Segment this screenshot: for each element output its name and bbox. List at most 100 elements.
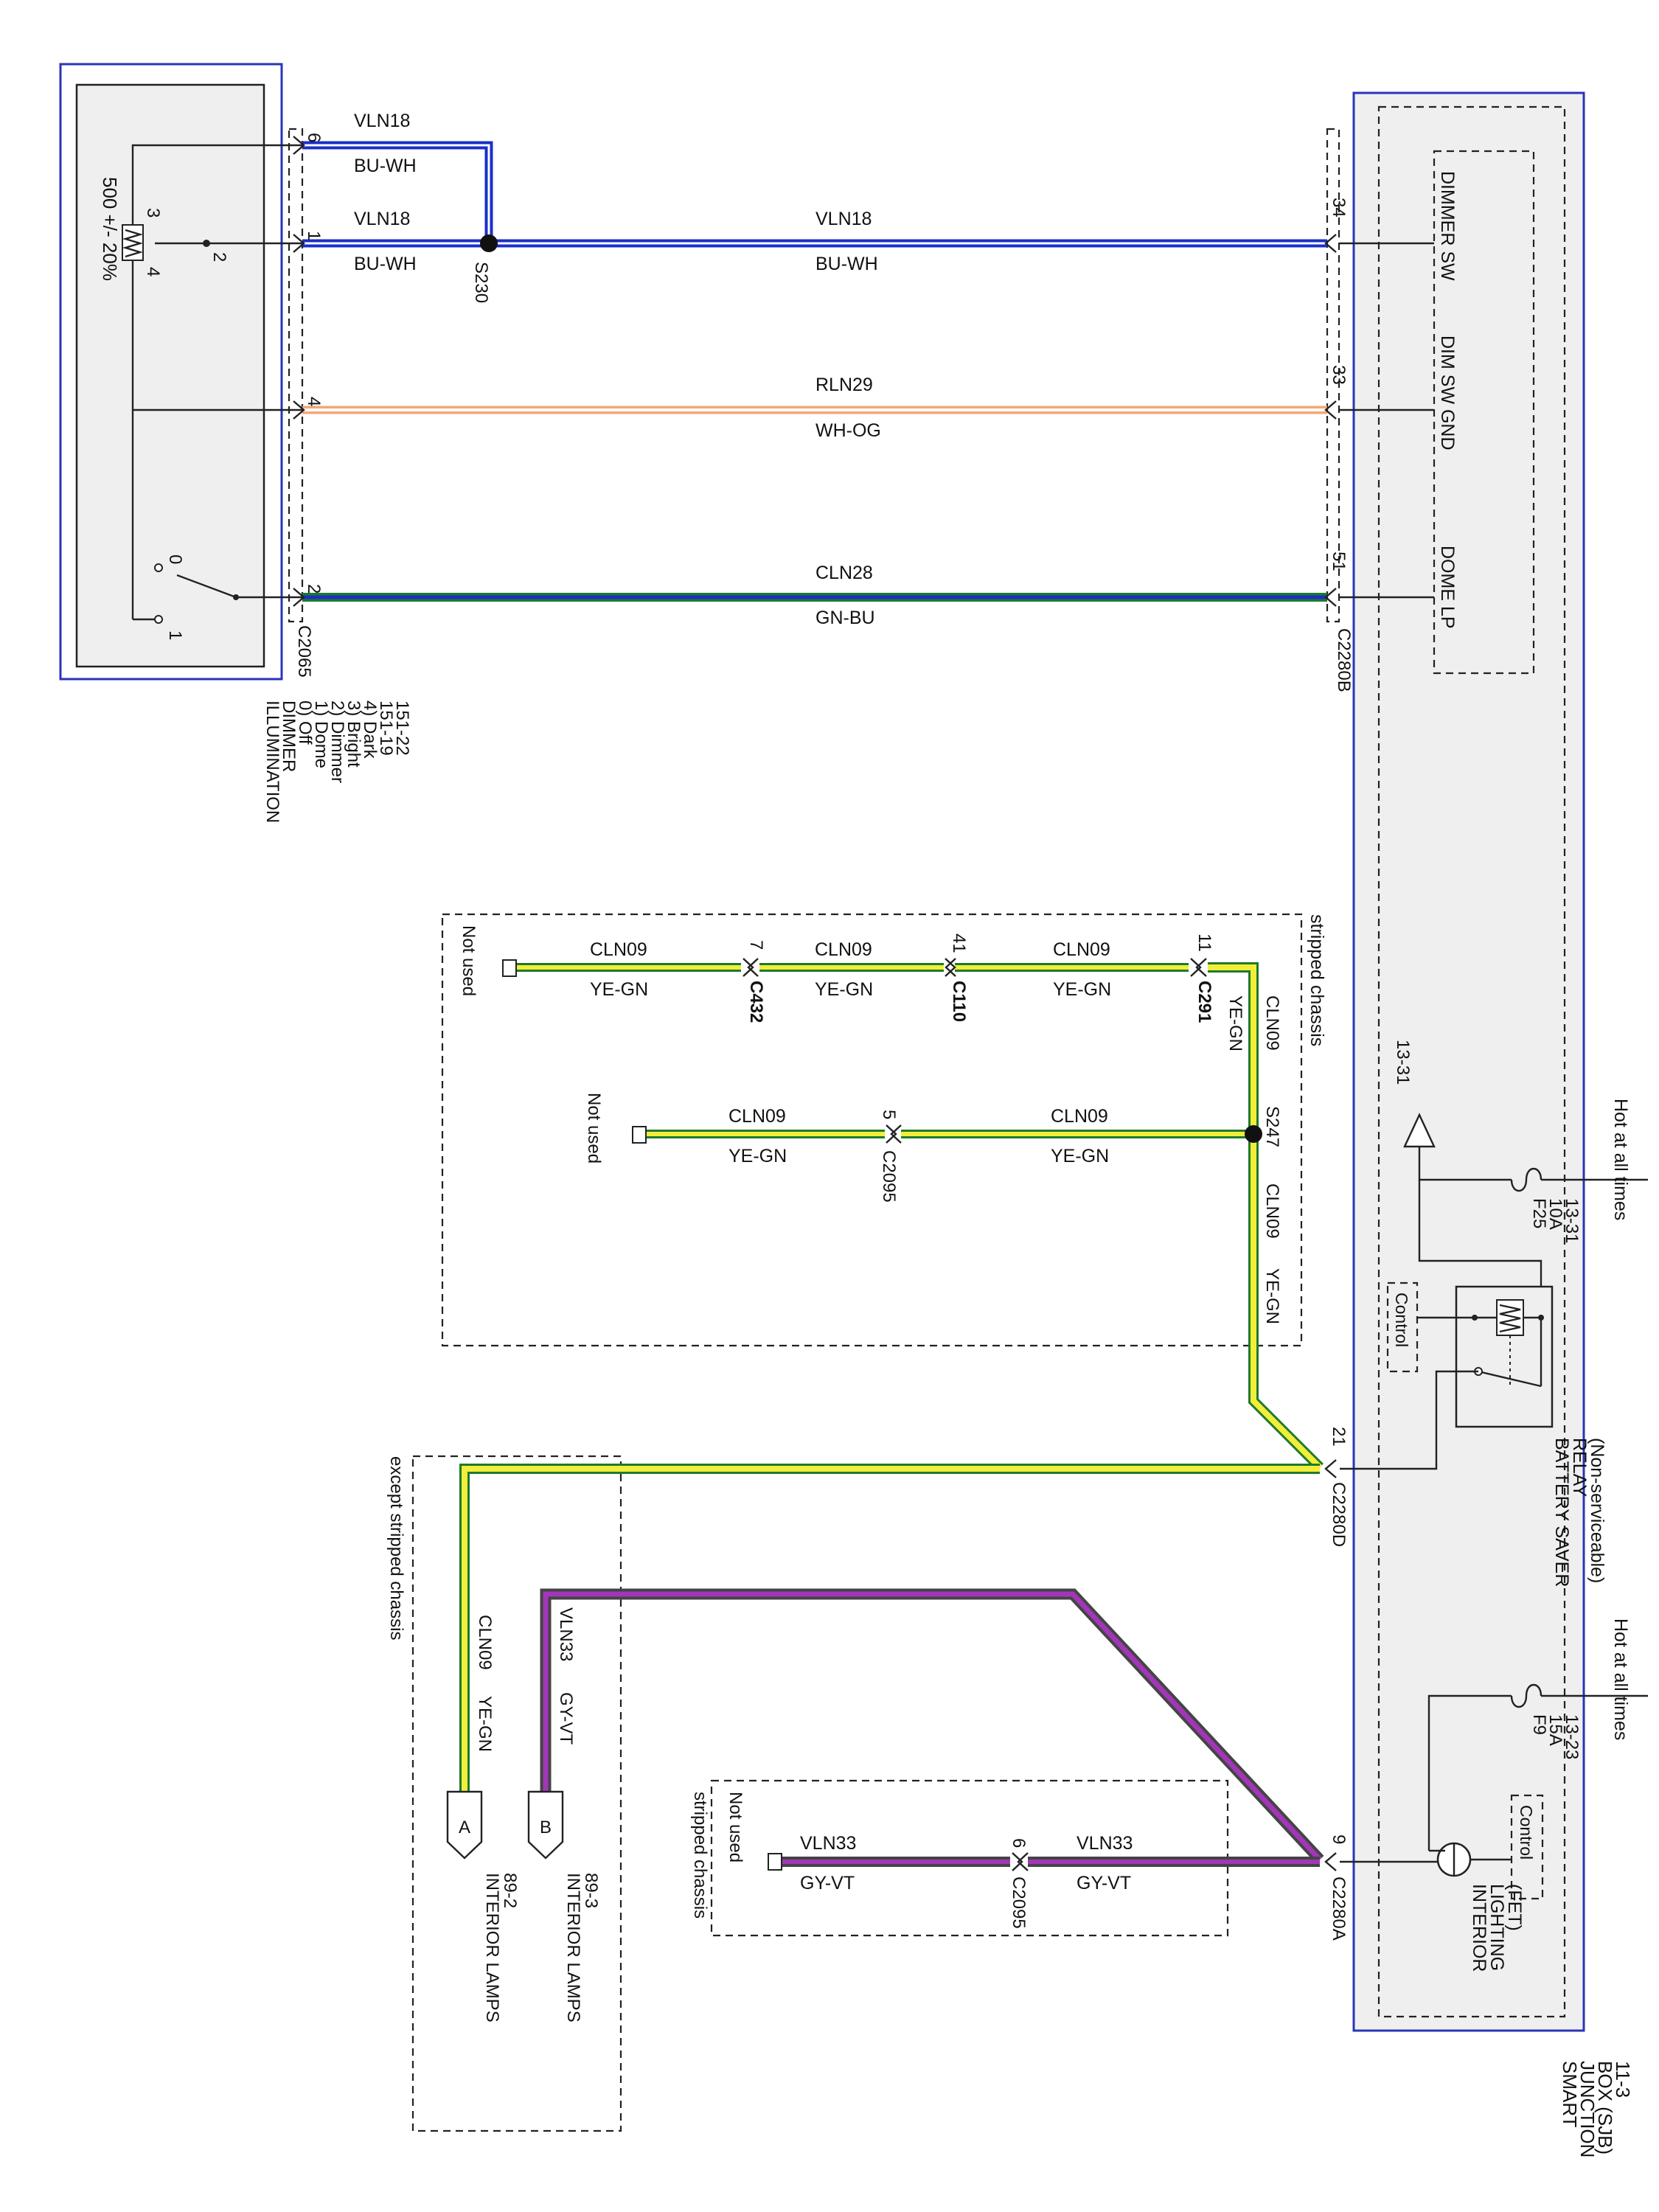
- pin-arrow: [1324, 234, 1337, 253]
- page-ref-arrow-a: [446, 1790, 483, 1860]
- fet-label-line: LIGHTING: [1486, 1884, 1507, 1971]
- c2065-label: C2065: [294, 625, 314, 678]
- inline-connector-symbol: [1012, 1852, 1029, 1871]
- wire-circuit-label: RLN29: [815, 375, 873, 395]
- pot-pin-3: 3: [143, 208, 163, 218]
- control-box-1: [1386, 1281, 1419, 1373]
- pot-pin-4: 4: [143, 267, 163, 276]
- sjb-dimmer-module: [1433, 150, 1535, 675]
- wire-color-label: YE-GN: [728, 1146, 787, 1166]
- stripped-chassis-block: stripped chassis CLN09 YE-GN 11 C291 CLN…: [441, 913, 1327, 1471]
- wire-color-label: YE-GN: [475, 1696, 495, 1752]
- wire-color-label: GY-VT: [800, 1873, 855, 1893]
- c2280d-label: C2280D: [1329, 1482, 1349, 1547]
- fuse-f9-label: F9 15A 13-23: [1529, 1714, 1582, 1759]
- pin-arrow: [293, 400, 305, 420]
- wire-circuit-label: CLN09: [1051, 1106, 1108, 1127]
- c2095-bottom-label: C2095: [1009, 1877, 1029, 1929]
- wire-circuit-label: VLN33: [1077, 1833, 1133, 1854]
- riser-circuit-label: CLN09: [1262, 995, 1282, 1051]
- dimmer-label-line: 0) Off: [295, 700, 315, 745]
- dimmer-label-line: 4) Dark: [360, 700, 380, 759]
- wire-color-label: YE-GN: [590, 979, 648, 1000]
- dimmer-label-line: 3) Bright: [344, 700, 364, 768]
- dimmer-label: ILLUMINATION DIMMER 0) Off 1) Dome 2) Di…: [262, 700, 412, 828]
- wire-cln09-to-lamps-a: [459, 1464, 1320, 1792]
- inline-connector-symbol: [945, 958, 956, 977]
- except-stripped-outline: [411, 1455, 622, 2132]
- bottom-stripped-title: stripped chassis: [690, 1792, 710, 1919]
- splice-s247-label: S247: [1262, 1106, 1282, 1147]
- control-label-2: Control: [1517, 1805, 1536, 1860]
- splice-s230: [480, 234, 498, 252]
- sjb-body: [1352, 91, 1585, 2032]
- c432-label: C432: [746, 981, 766, 1023]
- hot-at-all-times-1: Hot at all times: [1610, 1099, 1631, 1220]
- pin-1: 1: [304, 231, 324, 240]
- relay-coil-zigzag: [1499, 1304, 1521, 1333]
- dimmer-label-line: ILLUMINATION: [262, 700, 282, 823]
- bottom-stripped-block: Not used stripped chassis VLN33 GY-VT VL…: [690, 1779, 1320, 1937]
- inline-connector-symbol: [742, 958, 759, 977]
- not-used-terminal: [632, 1126, 647, 1144]
- illumination-dimmer: 500 +/- 20% 3 4 2 0 1 ILLUMINATION DIMME…: [59, 63, 412, 828]
- c2280a-label: C2280A: [1329, 1877, 1349, 1941]
- wire-circuit-label: VLN18: [354, 111, 410, 131]
- switch-contact-1: [154, 615, 163, 624]
- fuse-f25-ref: 13-31: [1562, 1198, 1582, 1243]
- wire-vln18-pin6-stripe: [302, 144, 490, 243]
- c110-label: C110: [949, 981, 969, 1022]
- fuse-f9-rating: 15A: [1545, 1714, 1565, 1746]
- c2280b-label: C2280B: [1334, 628, 1354, 692]
- switch-blade: [176, 574, 237, 599]
- wire-color-label: BU-WH: [815, 254, 878, 274]
- pin-21: 21: [1329, 1427, 1349, 1447]
- smart-junction-box: DIMMER SW DIM SW GND DOME LP SMART JUNCT…: [1340, 91, 1648, 2163]
- hot-at-all-times-2: Hot at all times: [1610, 1618, 1631, 1740]
- pin-5: 5: [879, 1110, 899, 1119]
- lamps-b-label: INTERIOR LAMPS 89-3: [563, 1873, 601, 2027]
- wire-circuit-label: CLN09: [815, 939, 872, 960]
- pin-4: 4: [304, 397, 324, 406]
- except-stripped-chassis-block: except stripped chassis CLN09 YE-GN VLN3…: [386, 1455, 1324, 2132]
- wire-color-label: YE-GN: [1053, 979, 1111, 1000]
- control-label-1: Control: [1392, 1293, 1411, 1347]
- not-used-second: Not used: [584, 1093, 604, 1164]
- inline-connector-symbol: [886, 1124, 902, 1144]
- wire-color-label: WH-OG: [815, 420, 881, 441]
- pin-arrow: [293, 588, 305, 607]
- switch-pin-0: 0: [165, 554, 185, 564]
- fuse-f9-symbol: [1510, 1683, 1543, 1708]
- pin-arrow: [1324, 1459, 1337, 1478]
- pin-51: 51: [1329, 552, 1349, 571]
- c2095-label: C2095: [879, 1150, 899, 1203]
- wire-vln33-to-lamps-b-stripe: [543, 1591, 1322, 1862]
- relay-label-line: BATTERY SAVER: [1551, 1438, 1572, 1587]
- page-ref-letter-a: A: [459, 1818, 470, 1837]
- wire-circuit-label: CLN09: [728, 1106, 786, 1127]
- bottom-not-used: Not used: [726, 1792, 745, 1863]
- sjb-label-line: SMART: [1559, 2061, 1581, 2128]
- relay-label-line: RELAY: [1569, 1438, 1590, 1497]
- resistor-zigzag: [122, 229, 144, 258]
- wire-cln09-riser-stripe: [1208, 964, 1322, 1470]
- dimmer-internal-line: [131, 144, 302, 619]
- sjb-label: SMART JUNCTION BOX (SJB) 11-3: [1559, 2061, 1634, 2163]
- pin-arrow: [293, 136, 305, 155]
- wire-circuit-label: CLN28: [815, 563, 873, 583]
- not-used-terminal: [502, 959, 517, 977]
- switch-pivot: [233, 594, 239, 600]
- relay-contact-blade: [1478, 1370, 1542, 1388]
- pin-arrow: [293, 234, 305, 253]
- wire-circuit-label: VLN18: [354, 209, 410, 229]
- pin-2: 2: [304, 584, 324, 594]
- dim-sw-gnd-label: DIM SW GND: [1437, 335, 1458, 451]
- riser-circuit-label: CLN09: [1262, 1183, 1282, 1239]
- pin-41: 41: [949, 933, 969, 953]
- wire-color-label: GY-VT: [1077, 1873, 1131, 1893]
- pin-34: 34: [1329, 198, 1349, 218]
- pot-pin-2: 2: [209, 252, 229, 262]
- lamps-b-dest: INTERIOR LAMPS: [563, 1873, 583, 2023]
- top-harness: 6 1 4 2 34 33 51 VLN18 BU-WH VLN18 BU-WH…: [293, 111, 1349, 628]
